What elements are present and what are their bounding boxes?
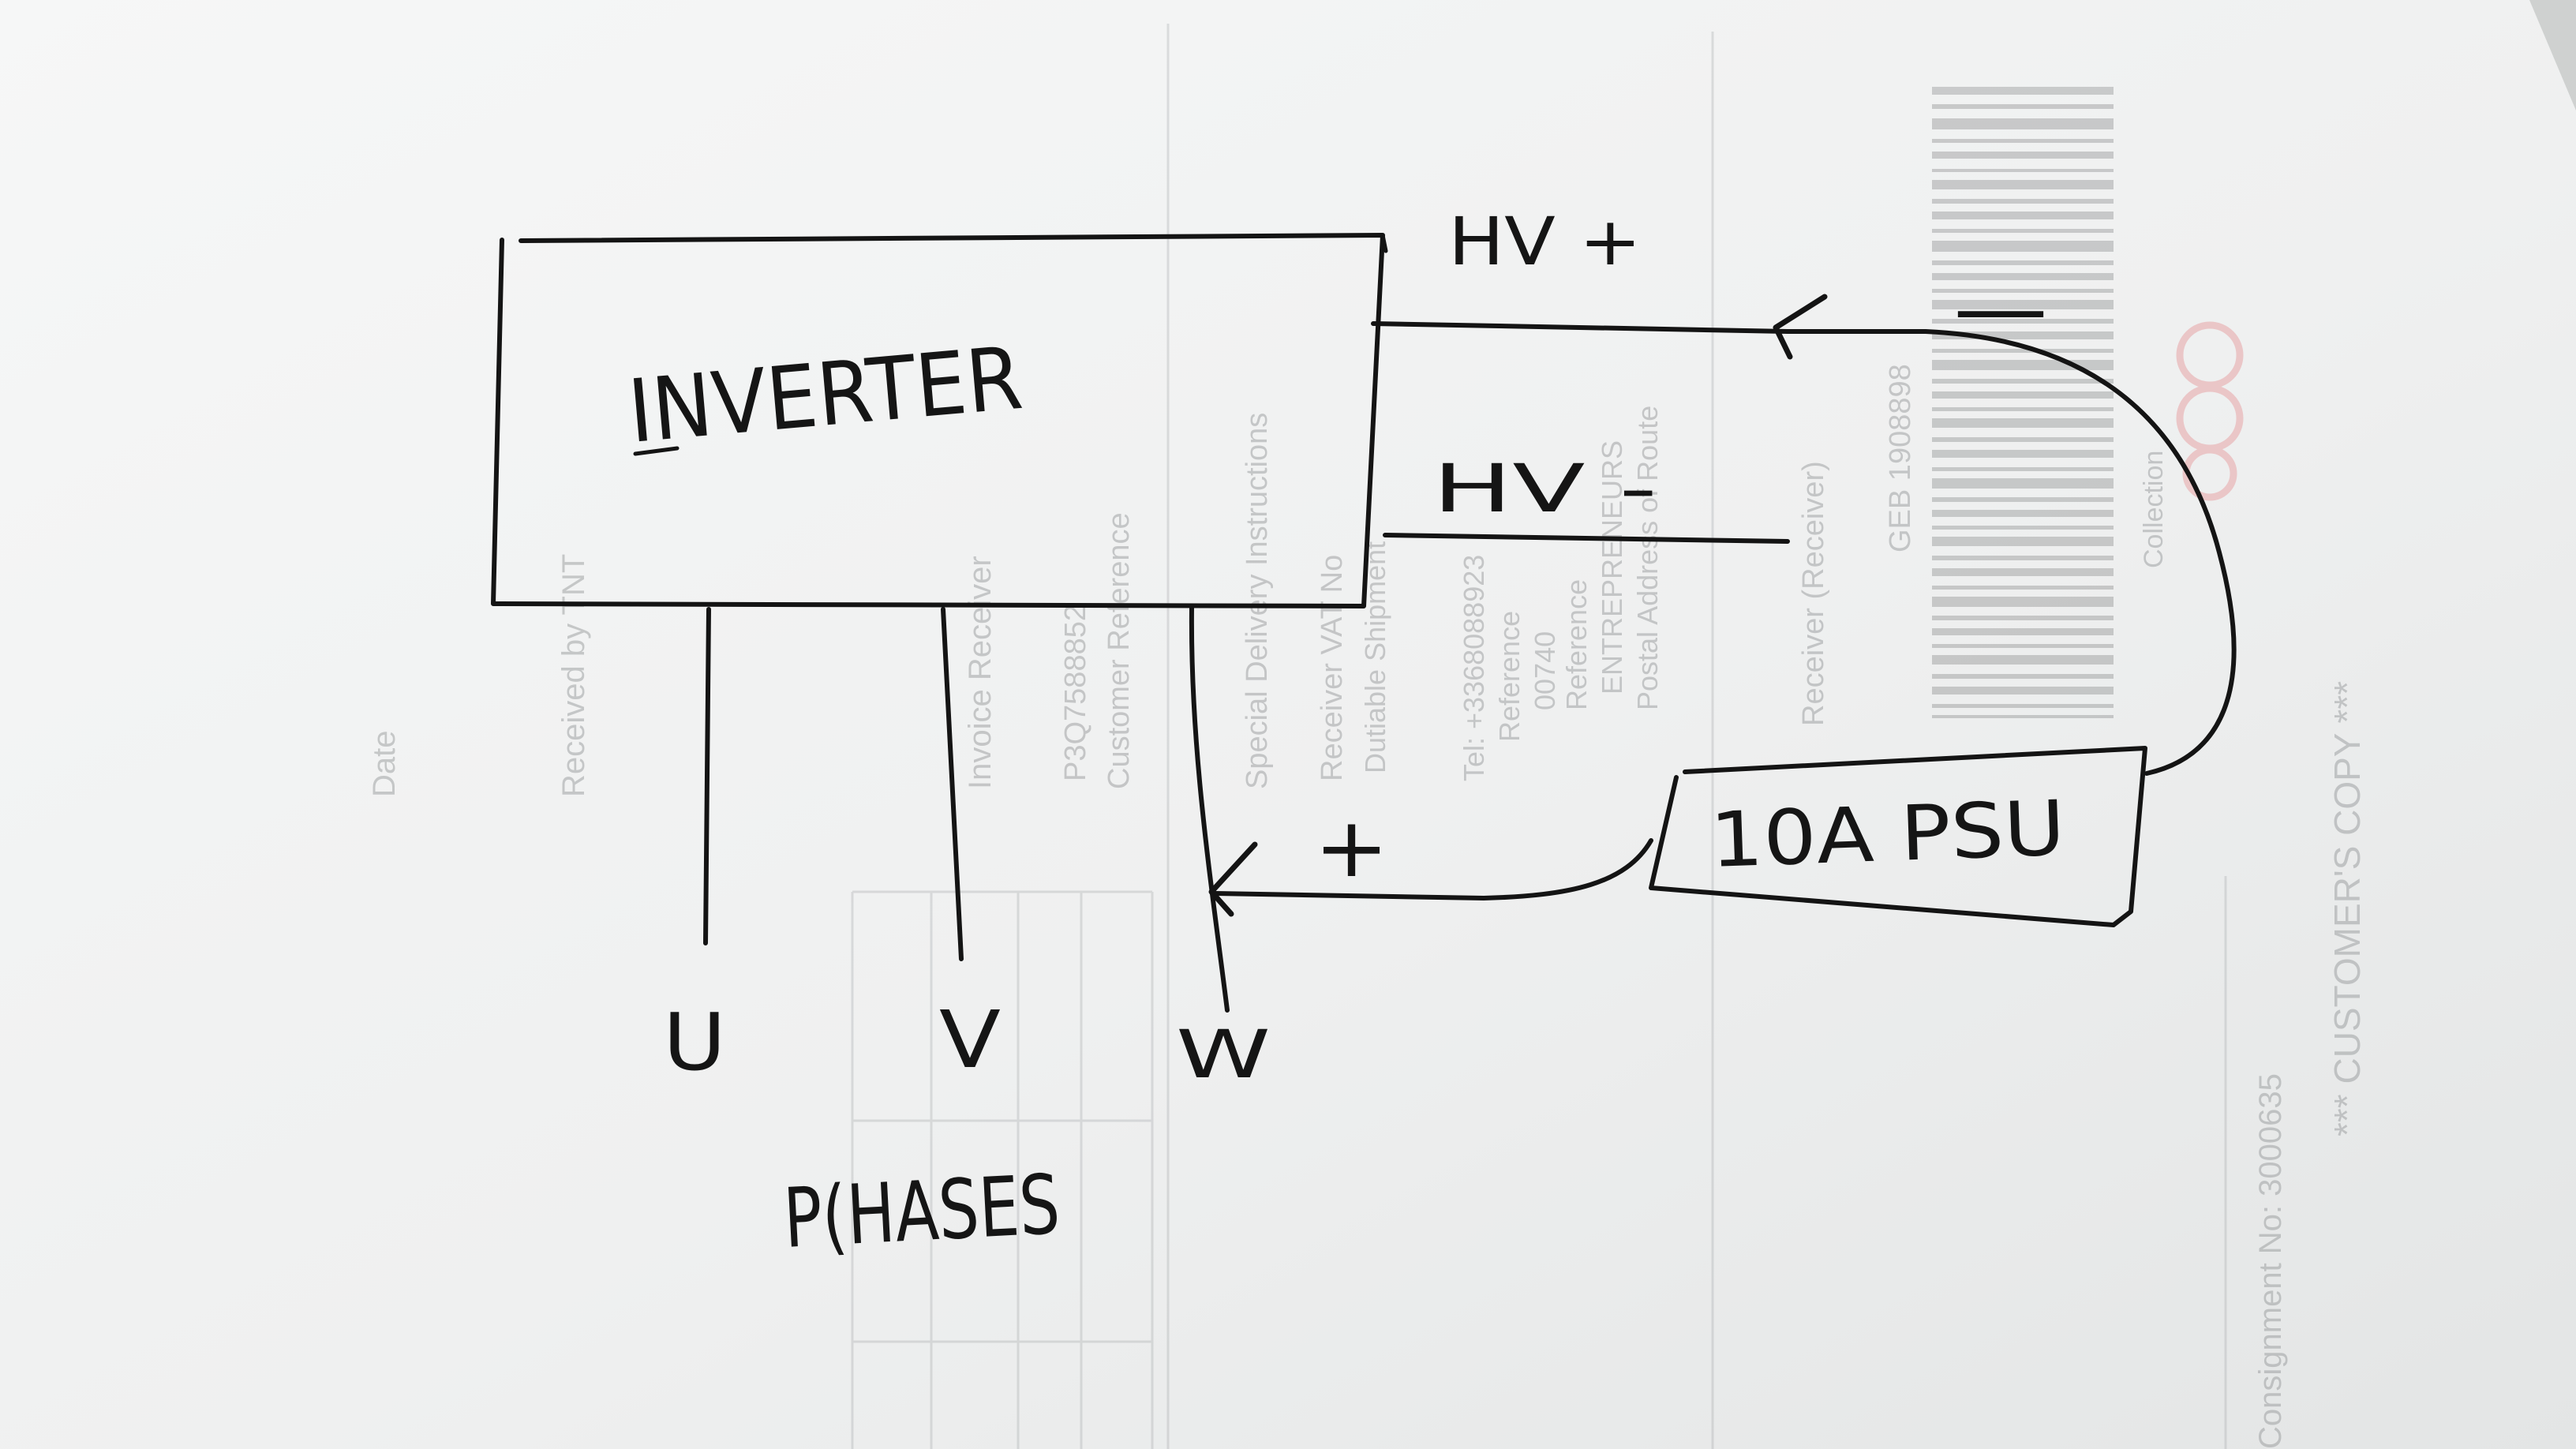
hv-plus-arrow-icon: [1773, 294, 1828, 360]
ghost-text: P3Q7588852: [1059, 605, 1092, 781]
phase-u-wire: [703, 607, 711, 945]
ghost-text: GEB 1908898: [1884, 364, 1917, 552]
psu-box: [1649, 746, 2147, 927]
hv-plus-wire: [1371, 321, 1790, 334]
phase-u-label: U: [663, 996, 726, 1088]
ghost-text: Received by TNT: [556, 554, 591, 797]
hv-minus-wire: [1383, 533, 1790, 544]
psu-label: 10A PSU: [1709, 784, 2067, 885]
ghost-text: Receiver VAT No: [1316, 555, 1349, 781]
ghost-text: Collection: [2139, 451, 2169, 568]
hv-minus-label: HV -: [1432, 450, 1657, 527]
schematic: INVERTER HV + HV - — 10A PSU + U V W P(H…: [491, 203, 2237, 1267]
ghost-text: Receiver (Receiver): [1797, 461, 1830, 726]
phase-v-wire: [941, 607, 964, 961]
phase-w-label: W: [1176, 1016, 1271, 1093]
inverter-box: [491, 233, 1385, 608]
ghost-text: 00740: [1529, 631, 1561, 710]
ghost-text: Postal Address of Route: [1631, 406, 1664, 710]
ghost-text: Tel: +3368088923: [1458, 555, 1490, 781]
ghost-text: Consignment No: 3000635: [2253, 1073, 2288, 1449]
psu-minus-sign: —: [1953, 257, 2048, 358]
hv-plus-label: HV +: [1448, 203, 1642, 280]
psu-positive-wire: [1213, 838, 1653, 900]
ghost-text: Reference: [1560, 579, 1593, 710]
psu-plus-sign: +: [1314, 799, 1389, 896]
psu-negative-wire: [1785, 329, 2237, 776]
ghost-barcode: [1932, 87, 2114, 718]
ghost-text: Reference: [1493, 611, 1526, 742]
phase-v-label: V: [939, 994, 1001, 1086]
ghost-text: *** CUSTOMER'S COPY ***: [2327, 681, 2368, 1136]
ghost-text: Date: [367, 731, 402, 798]
ghost-text: Customer Reference: [1103, 512, 1136, 789]
inverter-label-underline: [633, 446, 680, 456]
ghost-table: [851, 24, 2227, 1449]
phases-caption: P(HASES: [781, 1156, 1062, 1267]
ghost-text: Invoice Receiver: [963, 556, 998, 789]
inverter-tick: [1380, 233, 1388, 253]
ghost-text: Special Delivery Instructions: [1241, 413, 1274, 789]
phase-w-wire: [1189, 605, 1230, 1013]
background-print: Date Received by TNT Invoice Receiver P3…: [367, 24, 2368, 1449]
ghost-text: ENTREPRENEURS: [1596, 440, 1628, 695]
